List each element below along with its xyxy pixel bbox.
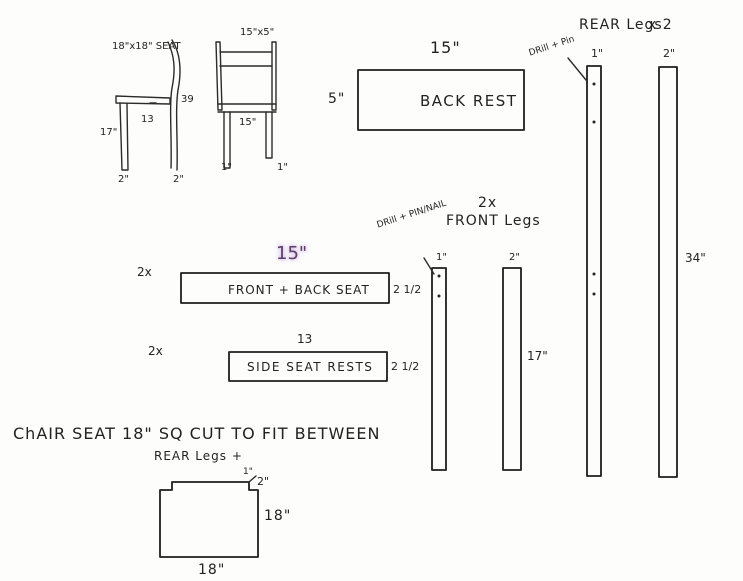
rear-legs-count: x 2	[648, 17, 673, 33]
front-leg-width: 2"	[509, 252, 520, 263]
chair-seat-square	[159, 481, 259, 558]
side-seat-label: SIDE SEAT RESTS	[247, 360, 374, 374]
rear-leg-length: 34"	[685, 251, 706, 265]
backrest-size-label: 15"x5"	[240, 27, 275, 38]
front-view-left-post	[215, 41, 223, 111]
front-legs-count: 2x	[478, 195, 498, 211]
rear-leg-hole	[592, 272, 596, 276]
front-view-seat	[217, 103, 277, 113]
rear-leg-width: 2"	[663, 47, 676, 60]
front-leg-depth: 1"	[436, 252, 447, 263]
front-back-seat-board	[180, 272, 390, 304]
back-rest-height: 5"	[328, 91, 346, 107]
back-rest-board	[357, 69, 525, 131]
front-view-right-leg	[265, 111, 273, 159]
seat-side	[115, 95, 171, 105]
rear-leg-board-2	[658, 66, 678, 478]
front-leg-hole	[437, 294, 441, 298]
seat-depth-label: 13	[141, 114, 154, 125]
front-back-seat-count: 2x	[137, 265, 152, 279]
rear-leg-board-1	[586, 65, 602, 477]
front-leg-hole	[437, 274, 441, 278]
front-back-seat-length: 15"	[276, 243, 308, 264]
front-leg-board-1	[431, 267, 447, 471]
chair-side-view	[115, 39, 181, 171]
rear-leg-outline-left	[167, 41, 175, 169]
rear-leg-note-pointer	[567, 57, 587, 81]
seat-notch-depth: 1"	[243, 467, 253, 477]
side-rear-leg-width: 2"	[173, 174, 184, 185]
rear-legs-title: REAR Legs	[579, 17, 663, 33]
front-view-backrest	[219, 51, 273, 67]
front-right-leg-width: 1"	[277, 162, 288, 173]
rear-leg-hole	[592, 82, 596, 86]
chair-seat-side: 18"	[264, 508, 292, 524]
rear-leg-hole	[592, 292, 596, 296]
front-seat-width-label: 15"	[239, 117, 257, 128]
back-rest-length: 15"	[430, 38, 461, 57]
side-seat-length: 13	[297, 332, 313, 346]
front-leg-board-2	[502, 267, 522, 471]
chair-seat-bottom: 18"	[198, 562, 226, 578]
front-leg-length: 17"	[527, 349, 548, 363]
side-seat-count: 2x	[148, 344, 163, 358]
seat-size-label: 18"x18" SEAT	[112, 41, 181, 52]
side-seat-rest-board	[228, 351, 388, 382]
front-back-seat-label: FRONT + BACK SEAT	[228, 283, 370, 297]
side-front-leg-width: 2"	[118, 174, 129, 185]
front-view-right-post	[271, 41, 277, 111]
seat-notch-width: 2"	[257, 475, 270, 488]
seat-notch-pointer	[248, 475, 257, 483]
front-leg-height-label: 17"	[100, 127, 118, 138]
rear-leg-outline-right	[171, 39, 181, 171]
chair-seat-note-line2: REAR Legs +	[154, 449, 243, 463]
front-left-leg-width: 1"	[221, 162, 232, 173]
chair-front-view	[215, 41, 277, 169]
front-leg-side	[119, 102, 129, 171]
rear-leg-hole	[592, 120, 596, 124]
rear-leg-depth: 1"	[591, 47, 604, 60]
back-rest-label: BACK REST	[420, 92, 518, 110]
chair-height-label: 39	[181, 94, 194, 105]
front-view-left-leg	[223, 111, 231, 169]
front-back-seat-width: 2 1/2	[393, 283, 422, 296]
front-leg-note-pointer	[423, 257, 435, 275]
front-legs-title: FRONT Legs	[446, 213, 541, 229]
chair-seat-note-line1: ChAIR SEAT 18" SQ CUT TO FIT BETWEEN	[13, 424, 381, 443]
side-seat-width: 2 1/2	[391, 360, 420, 373]
